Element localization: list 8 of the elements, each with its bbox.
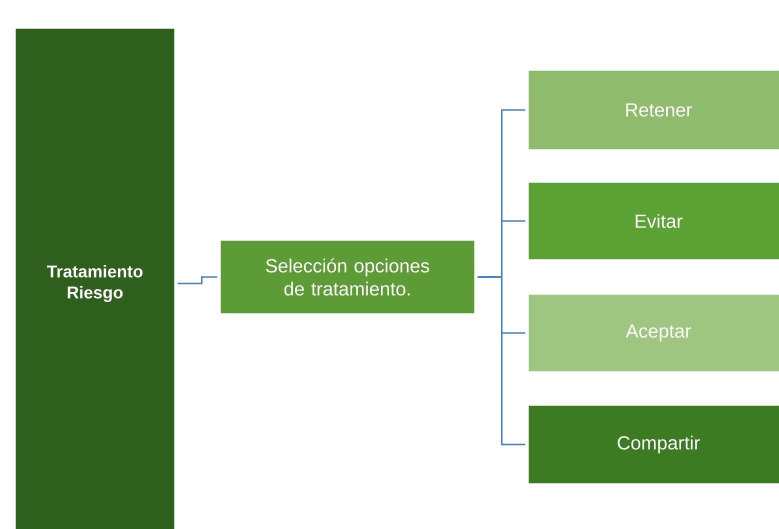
option-box: Aceptar — [525, 291, 779, 375]
option-box: Evitar — [525, 179, 779, 263]
process-box: Selección opciones de tratamiento. — [217, 237, 478, 317]
pillar-box: Tratamiento Riesgo — [12, 25, 178, 529]
connector — [178, 276, 218, 284]
option-box: Retener — [525, 67, 779, 153]
connector — [478, 276, 526, 446]
option-box: Compartir — [525, 402, 779, 487]
